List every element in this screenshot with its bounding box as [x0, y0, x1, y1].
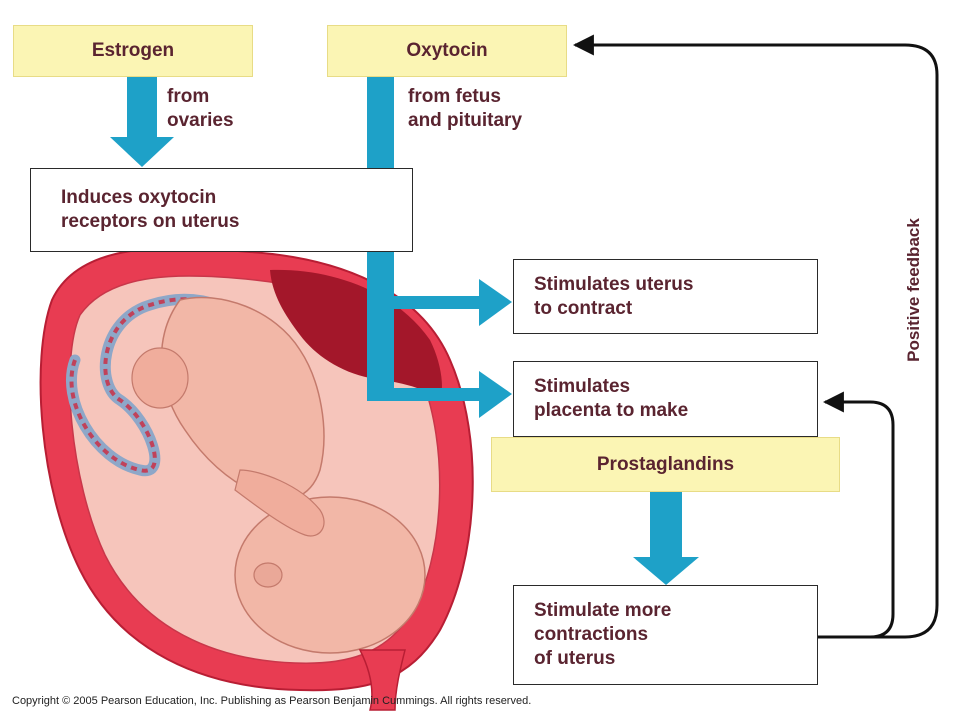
oxytocin-box: Oxytocin [327, 25, 567, 77]
oxytocin-label: Oxytocin [406, 40, 488, 61]
oxytocin-source-line-2: and pituitary [408, 110, 523, 131]
cervix [358, 649, 406, 711]
placenta-arrowhead [479, 371, 512, 418]
estrogen-arrowhead [110, 137, 174, 167]
stimulates-placenta-box: Stimulates placenta to make [513, 361, 818, 437]
estrogen-source-line-1: from [167, 86, 210, 107]
fetus-foot [131, 347, 189, 409]
stimulates-placenta-line-2: placenta to make [534, 400, 689, 421]
fetus-head [234, 496, 426, 654]
feedback-arrows [572, 34, 939, 639]
flow-arrows [110, 77, 699, 585]
more-contractions-line-2: contractions [534, 624, 649, 645]
estrogen-box: Estrogen [13, 25, 253, 77]
more-contractions-line-3: of uterus [534, 648, 616, 669]
estrogen-label: Estrogen [91, 40, 175, 61]
estrogen-arrow-shaft [127, 77, 157, 137]
placenta [270, 269, 442, 400]
prostaglandins-arrowhead [633, 557, 699, 585]
prostaglandins-box: Prostaglandins [491, 437, 840, 492]
prostaglandins-label: Prostaglandins [596, 453, 735, 475]
prostaglandin-loop-arrow [818, 391, 895, 639]
estrogen-source-line-2: ovaries [167, 110, 234, 131]
uterus-fetus-illustration [39, 246, 474, 711]
uterus-arrowhead [479, 279, 512, 326]
prostaglandins-arrow-shaft [650, 492, 682, 560]
stimulates-uterus-line-1: Stimulates uterus [534, 273, 694, 295]
oxytocin-source-note: from fetus and pituitary [408, 85, 522, 133]
stimulates-uterus-line-2: to contract [534, 297, 633, 319]
induces-line-2: receptors on uterus [61, 211, 240, 232]
positive-feedback-label: Positive feedback [904, 218, 923, 362]
fetus-arm [234, 469, 325, 537]
induces-line-1: Induces oxytocin [61, 187, 217, 208]
induces-receptors-box: Induces oxytocin receptors on uterus [30, 168, 413, 252]
stimulates-placenta-line-1: Stimulates [534, 376, 631, 397]
copyright-notice: Copyright © 2005 Pearson Education, Inc.… [12, 695, 532, 707]
oxytocin-source-line-1: from fetus [408, 86, 501, 107]
stimulates-uterus-box: Stimulates uterus to contract [513, 259, 818, 334]
positive-feedback-loop-arrow [572, 34, 939, 639]
estrogen-source-note: from ovaries [167, 85, 234, 133]
fetus-ear [253, 562, 283, 588]
more-contractions-line-1: Stimulate more [534, 600, 672, 621]
more-contractions-box: Stimulate more contractions of uterus [513, 585, 818, 685]
